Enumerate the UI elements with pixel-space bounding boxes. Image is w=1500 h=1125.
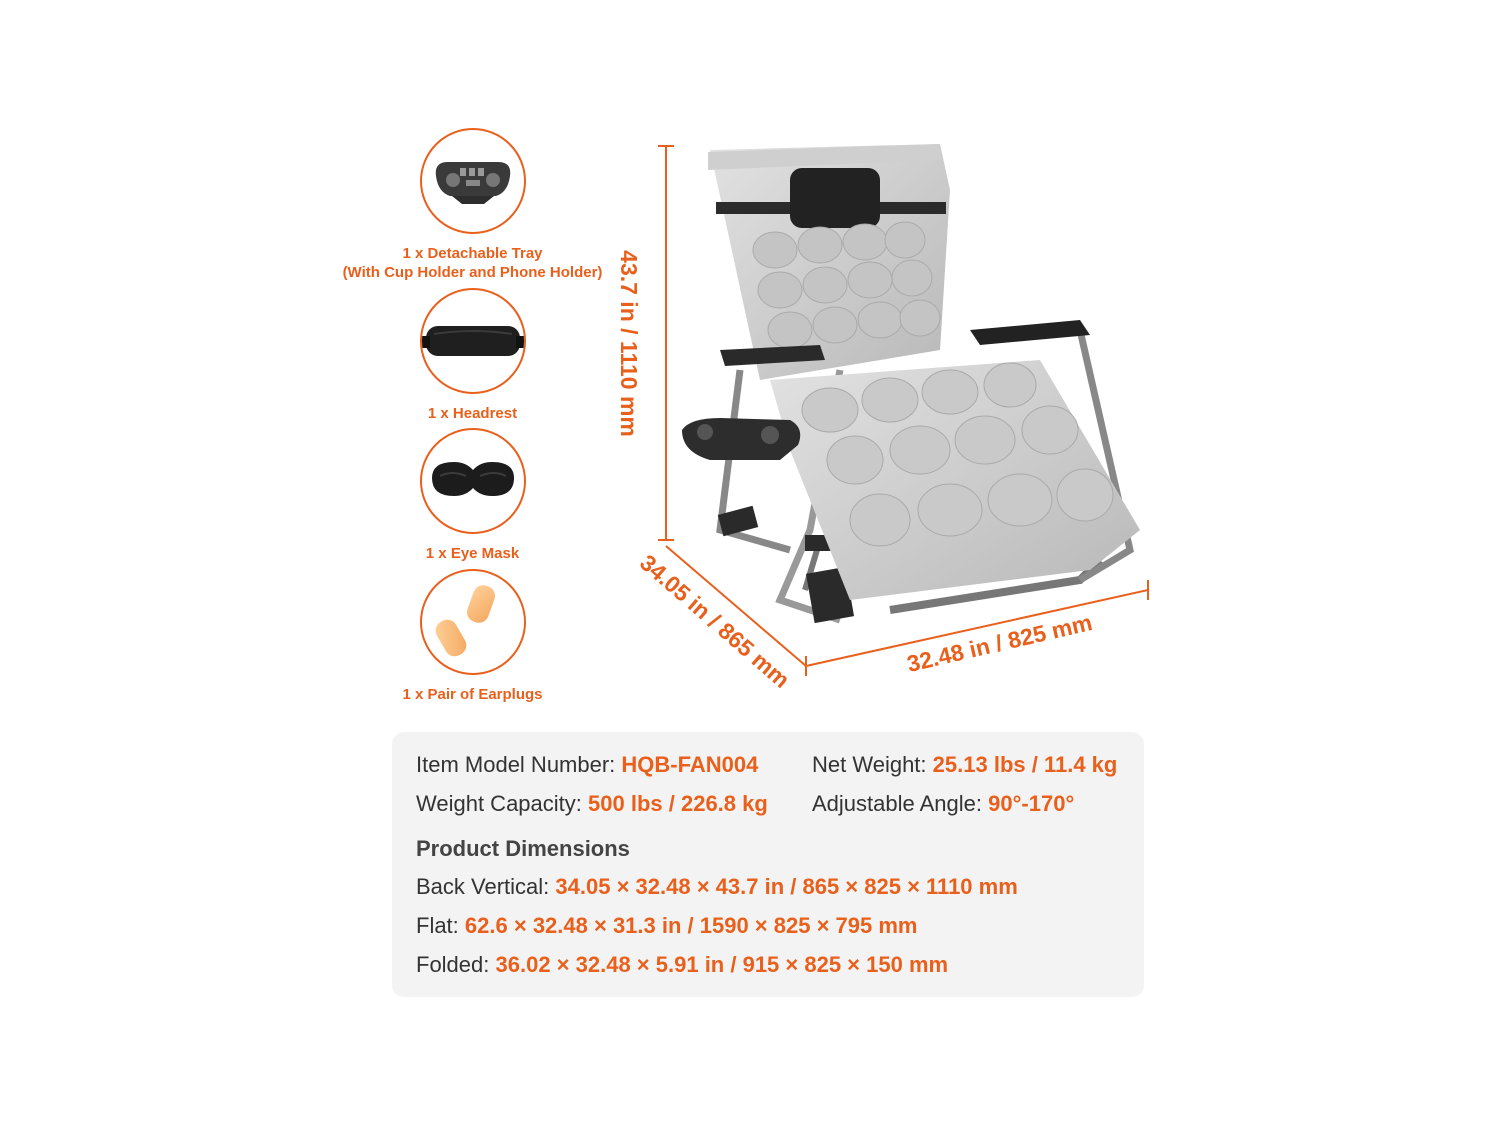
adjustable-angle: Adjustable Angle: 90°-170° [812, 791, 1075, 816]
accessory-tray: 1 x Detachable Tray (With Cup Holder and… [330, 128, 615, 282]
product-dimensions-heading: Product Dimensions [416, 836, 630, 861]
eye-mask-thumbnail [419, 428, 526, 534]
spec-panel: Item Model Number: HQB-FAN004 Net Weight… [392, 732, 1144, 997]
earplugs-thumbnail [419, 569, 526, 675]
chair-illustration [658, 144, 1149, 676]
headrest-thumbnail [419, 288, 526, 394]
accessory-eye-mask: 1 x Eye Mask [330, 428, 615, 563]
tray-label: 1 x Detachable Tray (With Cup Holder and… [342, 245, 603, 281]
folded-dimensions: Folded: 36.02 × 32.48 × 5.91 in / 915 × … [416, 952, 949, 977]
earplugs-label: 1 x Pair of Earplugs [402, 686, 543, 703]
earplugs-icon [435, 585, 495, 657]
accessory-headrest: 1 x Headrest [330, 288, 615, 423]
headrest-icon [421, 326, 524, 356]
model-number: Item Model Number: HQB-FAN004 [416, 752, 759, 777]
eye-mask-icon [431, 462, 514, 496]
back-vertical-dimensions: Back Vertical: 34.05 × 32.48 × 43.7 in /… [416, 874, 1018, 899]
tray-icon [435, 162, 510, 204]
height-dimension: 43.7 in / 1110 mm [615, 250, 642, 437]
headrest-label: 1 x Headrest [427, 405, 518, 422]
net-weight: Net Weight: 25.13 lbs / 11.4 kg [812, 752, 1118, 777]
tray-thumbnail [419, 128, 526, 234]
flat-dimensions: Flat: 62.6 × 32.48 × 31.3 in / 1590 × 82… [416, 913, 918, 938]
weight-capacity: Weight Capacity: 500 lbs / 226.8 kg [416, 791, 768, 816]
accessory-earplugs: 1 x Pair of Earplugs [330, 569, 615, 704]
eye-mask-label: 1 x Eye Mask [425, 545, 520, 562]
